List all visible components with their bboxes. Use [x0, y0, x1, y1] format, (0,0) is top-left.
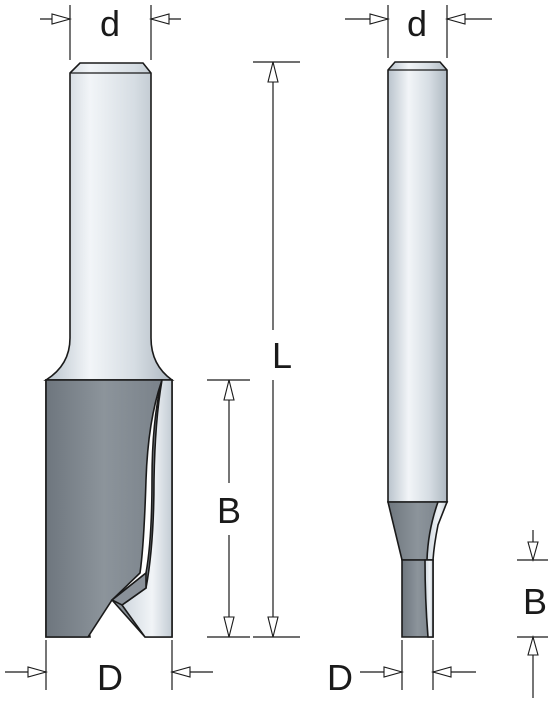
dim-d-right: d — [345, 3, 492, 58]
left-router-bit — [43, 62, 175, 638]
label-d-right: d — [407, 3, 427, 44]
right-bit-shank — [387, 61, 448, 503]
dim-d-left: d — [40, 3, 181, 60]
dim-D-left: D — [5, 640, 213, 698]
label-B-right: B — [523, 581, 547, 622]
label-d-left: d — [100, 3, 120, 44]
label-L: L — [272, 335, 292, 376]
left-bit-shank — [43, 62, 175, 381]
dim-B-right: B — [517, 530, 548, 698]
label-B-left: B — [217, 490, 241, 531]
dim-L: L — [253, 61, 300, 638]
left-bit-cutter-side — [45, 379, 164, 638]
label-D-left: D — [97, 657, 123, 698]
label-D-right: D — [327, 657, 353, 698]
dim-B-left: B — [207, 379, 250, 638]
right-bit-cutter-flute — [424, 559, 434, 638]
dim-D-right: D — [327, 640, 476, 698]
right-router-bit — [386, 61, 449, 638]
left-bit-tip — [110, 571, 147, 606]
